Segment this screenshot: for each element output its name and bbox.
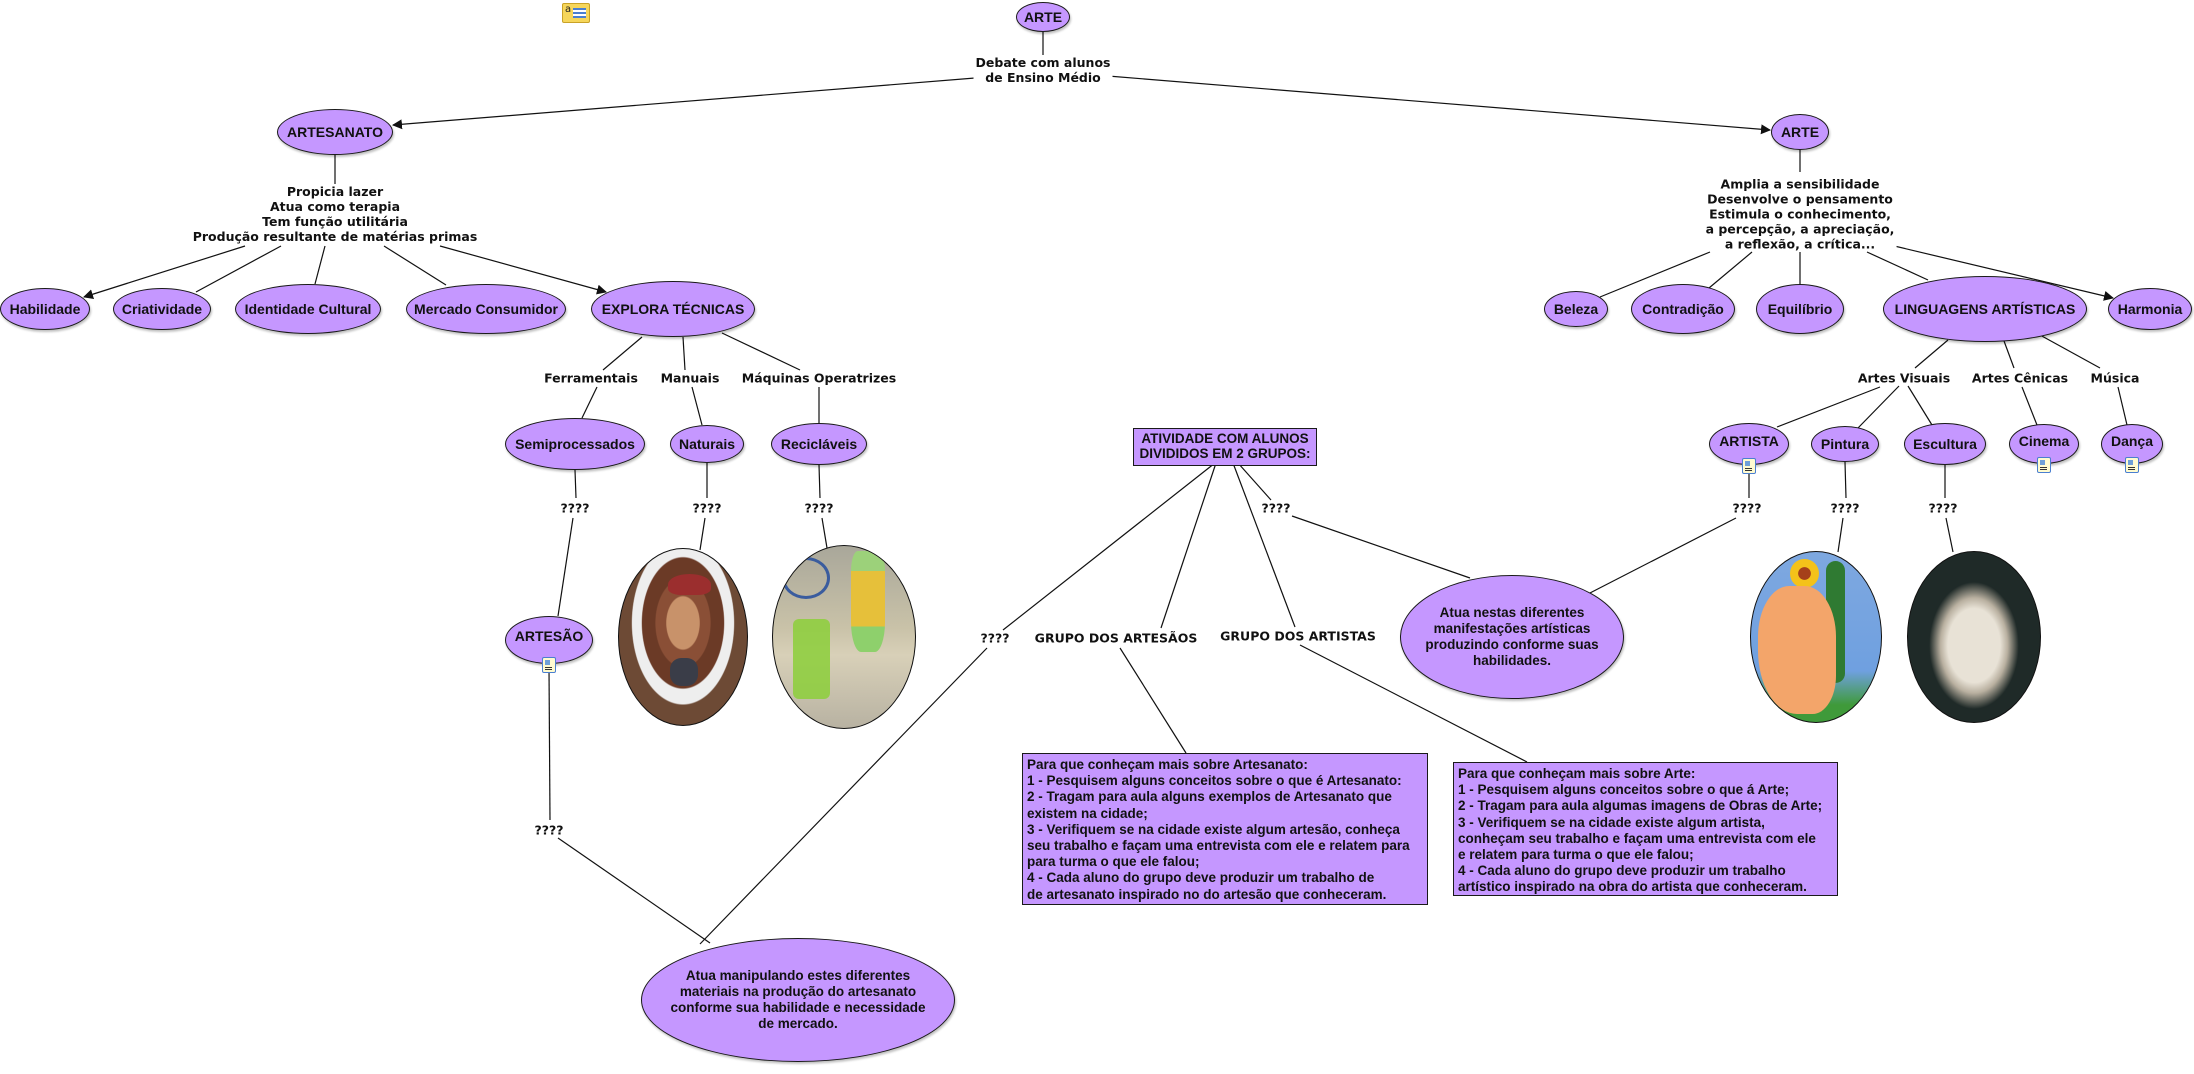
concept-label: Pintura: [1820, 435, 1870, 452]
concept-arte[interactable]: ARTE: [1771, 114, 1829, 150]
concept-semiprocessados[interactable]: Semiprocessados: [505, 418, 645, 470]
concept-label: Cinema: [2018, 432, 2070, 449]
linking-phrase-unknown: ????: [532, 822, 566, 838]
resource-icon[interactable]: [1742, 458, 1756, 474]
concept-artesao[interactable]: ARTESÃO: [505, 616, 593, 673]
linking-phrase-grupo-artistas: GRUPO DOS ARTISTAS: [1218, 628, 1378, 644]
resource-icon[interactable]: [542, 657, 556, 673]
artisans-task-box[interactable]: Para que conheçam mais sobre Artesanato:…: [1022, 753, 1428, 905]
linking-phrase-unknown: ????: [802, 500, 836, 516]
pattern-shape: [781, 556, 831, 600]
concept-cinema[interactable]: Cinema: [2009, 424, 2079, 473]
annotation-note-icon[interactable]: [562, 3, 590, 23]
linking-phrase-debate: Debate com alunos de Ensino Médio: [973, 55, 1113, 85]
concept-label: Atua nestas diferentes manifestações art…: [1425, 604, 1599, 669]
concept-label: ARTISTA: [1719, 432, 1779, 449]
concept-atua-manipulando[interactable]: Atua manipulando estes diferentes materi…: [641, 938, 955, 1062]
linking-phrase-grupo-artesaos: GRUPO DOS ARTESÃOS: [1032, 630, 1200, 646]
linking-phrase-artes-cenicas: Artes Cênicas: [1969, 370, 2071, 386]
artists-task-box[interactable]: Para que conheçam mais sobre Arte: 1 - P…: [1453, 762, 1838, 896]
concept-label: ARTESÃO: [514, 627, 584, 644]
concept-label: Criatividade: [121, 300, 203, 317]
concept-label: Semiprocessados: [515, 435, 635, 452]
concept-label: EXPLORA TÉCNICAS: [601, 300, 745, 317]
concept-label: Recicláveis: [780, 435, 858, 452]
concept-equilibrio[interactable]: Equilíbrio: [1756, 284, 1844, 334]
concept-atua-nestas[interactable]: Atua nestas diferentes manifestações art…: [1400, 575, 1624, 699]
concept-label: ARTESANATO: [287, 123, 383, 140]
image-pieta-sculpture[interactable]: [1907, 551, 2041, 723]
concept-label: Habilidade: [9, 300, 81, 317]
concept-habilidade[interactable]: Habilidade: [0, 288, 90, 330]
concept-label: Identidade Cultural: [244, 300, 372, 317]
concept-label: Equilíbrio: [1767, 300, 1833, 317]
concept-artista[interactable]: ARTISTA: [1709, 423, 1789, 474]
image-abaporu-painting[interactable]: [1750, 551, 1882, 723]
figure-shape: [1757, 586, 1836, 714]
concept-label: ARTE: [1780, 123, 1820, 140]
sun-shape: [1790, 558, 1819, 588]
concept-reciclaveis[interactable]: Recicláveis: [771, 423, 867, 465]
resource-icon[interactable]: [2125, 457, 2139, 473]
linking-phrase-ferramentais: Ferramentais: [542, 370, 640, 386]
concept-harmonia[interactable]: Harmonia: [2108, 288, 2192, 330]
linking-phrase-arte: Amplia a sensibilidade Desenvolve o pens…: [1703, 176, 1897, 252]
concept-criatividade[interactable]: Criatividade: [113, 288, 211, 330]
linking-phrase-unknown: ????: [1828, 500, 1862, 516]
concept-escultura[interactable]: Escultura: [1904, 423, 1986, 465]
linking-phrase-unknown: ????: [978, 630, 1012, 646]
resource-icon[interactable]: [2037, 457, 2051, 473]
concept-danca[interactable]: Dança: [2101, 424, 2163, 473]
linking-phrase-unknown: ????: [558, 500, 592, 516]
cups-shape: [792, 618, 830, 699]
concept-artesanato[interactable]: ARTESANATO: [277, 109, 393, 155]
concept-mercado-consumidor[interactable]: Mercado Consumidor: [406, 284, 566, 334]
concept-label: Atua manipulando estes diferentes materi…: [670, 967, 926, 1032]
concept-contradicao[interactable]: Contradição: [1631, 284, 1735, 334]
concept-identidade-cultural[interactable]: Identidade Cultural: [235, 284, 381, 334]
image-carved-wood-portrait[interactable]: [618, 548, 748, 726]
linking-phrase-manuais: Manuais: [658, 370, 722, 386]
image-recycled-bottle-craft[interactable]: [772, 545, 916, 729]
linking-phrase-artes-visuais: Artes Visuais: [1855, 370, 1953, 386]
concept-arte-root[interactable]: ARTE: [1016, 2, 1070, 32]
linking-phrase-unknown: ????: [1730, 500, 1764, 516]
concept-label: Escultura: [1913, 435, 1977, 452]
concept-label: Naturais: [678, 435, 736, 452]
linking-phrase-artesanato: Propicia lazer Atua como terapia Tem fun…: [190, 184, 480, 244]
activity-title-box[interactable]: ATIVIDADE COM ALUNOS DIVIDIDOS EM 2 GRUP…: [1133, 428, 1317, 466]
concept-label: Contradição: [1642, 300, 1724, 317]
concept-naturais[interactable]: Naturais: [670, 425, 744, 463]
concept-label: Dança: [2110, 432, 2154, 449]
concept-label: LINGUAGENS ARTÍSTICAS: [1894, 300, 2076, 317]
concept-linguagens-artisticas[interactable]: LINGUAGENS ARTÍSTICAS: [1883, 276, 2087, 342]
linking-phrase-unknown: ????: [1259, 500, 1293, 516]
concept-label: Mercado Consumidor: [414, 300, 558, 317]
concept-label: Harmonia: [2117, 300, 2183, 317]
concept-pintura[interactable]: Pintura: [1811, 426, 1879, 462]
linking-phrase-unknown: ????: [1926, 500, 1960, 516]
concept-label: Beleza: [1553, 300, 1599, 317]
linking-phrase-musica: Música: [2088, 370, 2142, 386]
concept-label: ARTE: [1023, 8, 1063, 25]
bottle-shape: [851, 551, 886, 652]
linking-phrase-maquinas: Máquinas Operatrizes: [739, 370, 899, 386]
linking-phrase-unknown: ????: [690, 500, 724, 516]
hat-shape: [667, 573, 712, 595]
concept-explora-tecnicas[interactable]: EXPLORA TÉCNICAS: [591, 281, 755, 337]
pipe-shape: [670, 658, 699, 687]
concept-beleza[interactable]: Beleza: [1544, 291, 1608, 327]
